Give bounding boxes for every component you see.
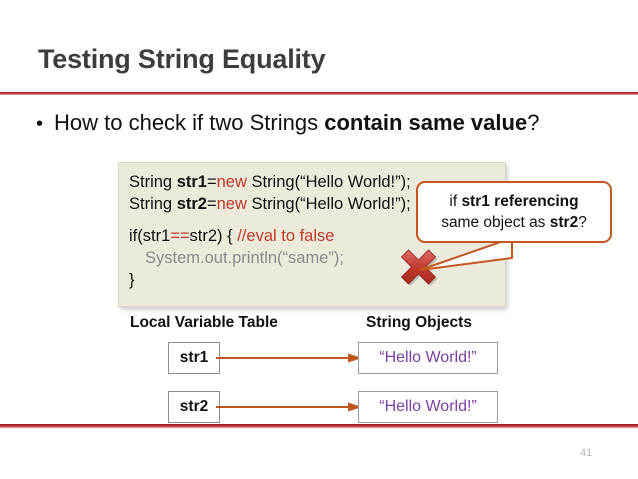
code-line-4: System.out.println(“same”); [145, 249, 344, 267]
callout-line-1: if str1 referencing [449, 191, 578, 212]
code-line-3-operator: == [170, 227, 190, 245]
footer-divider [0, 424, 638, 428]
code-line-2: String str2=new String(“Hello World!”); [129, 193, 505, 215]
code-line-3-comment: //eval to false [237, 227, 335, 245]
page-title: Testing String Equality [38, 44, 326, 74]
code-line-2-pre: String [129, 195, 177, 213]
code-line-2-var: str2 [176, 195, 207, 213]
callout-line-2-post: ? [578, 214, 587, 231]
code-line-2-keyword: new [216, 195, 247, 213]
callout-line-2-pre: same object as [441, 214, 550, 231]
callout-line-2: same object as str2? [441, 212, 587, 233]
code-line-1-var: str1 [176, 173, 207, 191]
reference-arrow-str1 [216, 353, 362, 363]
callout-line-1-bold: str1 referencing [461, 193, 579, 210]
code-line-1-post: String(“Hello World!”); [246, 173, 411, 191]
bullet-text-before: How to check if two Strings [54, 110, 325, 135]
page-number: 41 [580, 447, 593, 459]
bullet-text-after: ? [527, 110, 540, 135]
reference-arrow-str2 [216, 402, 362, 412]
callout-bubble: if str1 referencing same object as str2? [416, 181, 612, 243]
bullet-text: How to check if two Strings contain same… [54, 110, 539, 136]
code-line-5: } [129, 271, 135, 289]
code-line-1-eq: = [206, 173, 217, 191]
code-line-1-pre: String [129, 173, 177, 191]
code-line-3-mid: str2) { [189, 227, 238, 245]
diagram-header-local-variable-table: Local Variable Table [130, 314, 278, 331]
title-divider [0, 92, 638, 95]
code-line-2-post: String(“Hello World!”); [246, 195, 411, 213]
code-line-1: String str1=new String(“Hello World!”); [129, 171, 505, 193]
bullet-item: • How to check if two Strings contain sa… [36, 110, 616, 136]
bullet-text-bold: contain same value [324, 110, 528, 135]
code-line-3: if(str1==str2) { //eval to false [129, 225, 505, 247]
callout-line-2-bold: str2 [549, 214, 579, 231]
red-x-mark-icon [400, 249, 438, 286]
diagram-header-string-objects: String Objects [366, 314, 472, 331]
variable-box-str1: str1 [168, 342, 220, 374]
bullet-marker-icon: • [36, 113, 44, 135]
variable-box-str2: str2 [168, 391, 220, 423]
code-line-1-keyword: new [216, 173, 247, 191]
string-object-box-1: “Hello World!” [358, 342, 498, 374]
callout-line-1-pre: if [449, 193, 462, 210]
code-line-3-pre: if(str1 [129, 227, 171, 245]
code-line-2-eq: = [206, 195, 217, 213]
string-object-box-2: “Hello World!” [358, 391, 498, 423]
